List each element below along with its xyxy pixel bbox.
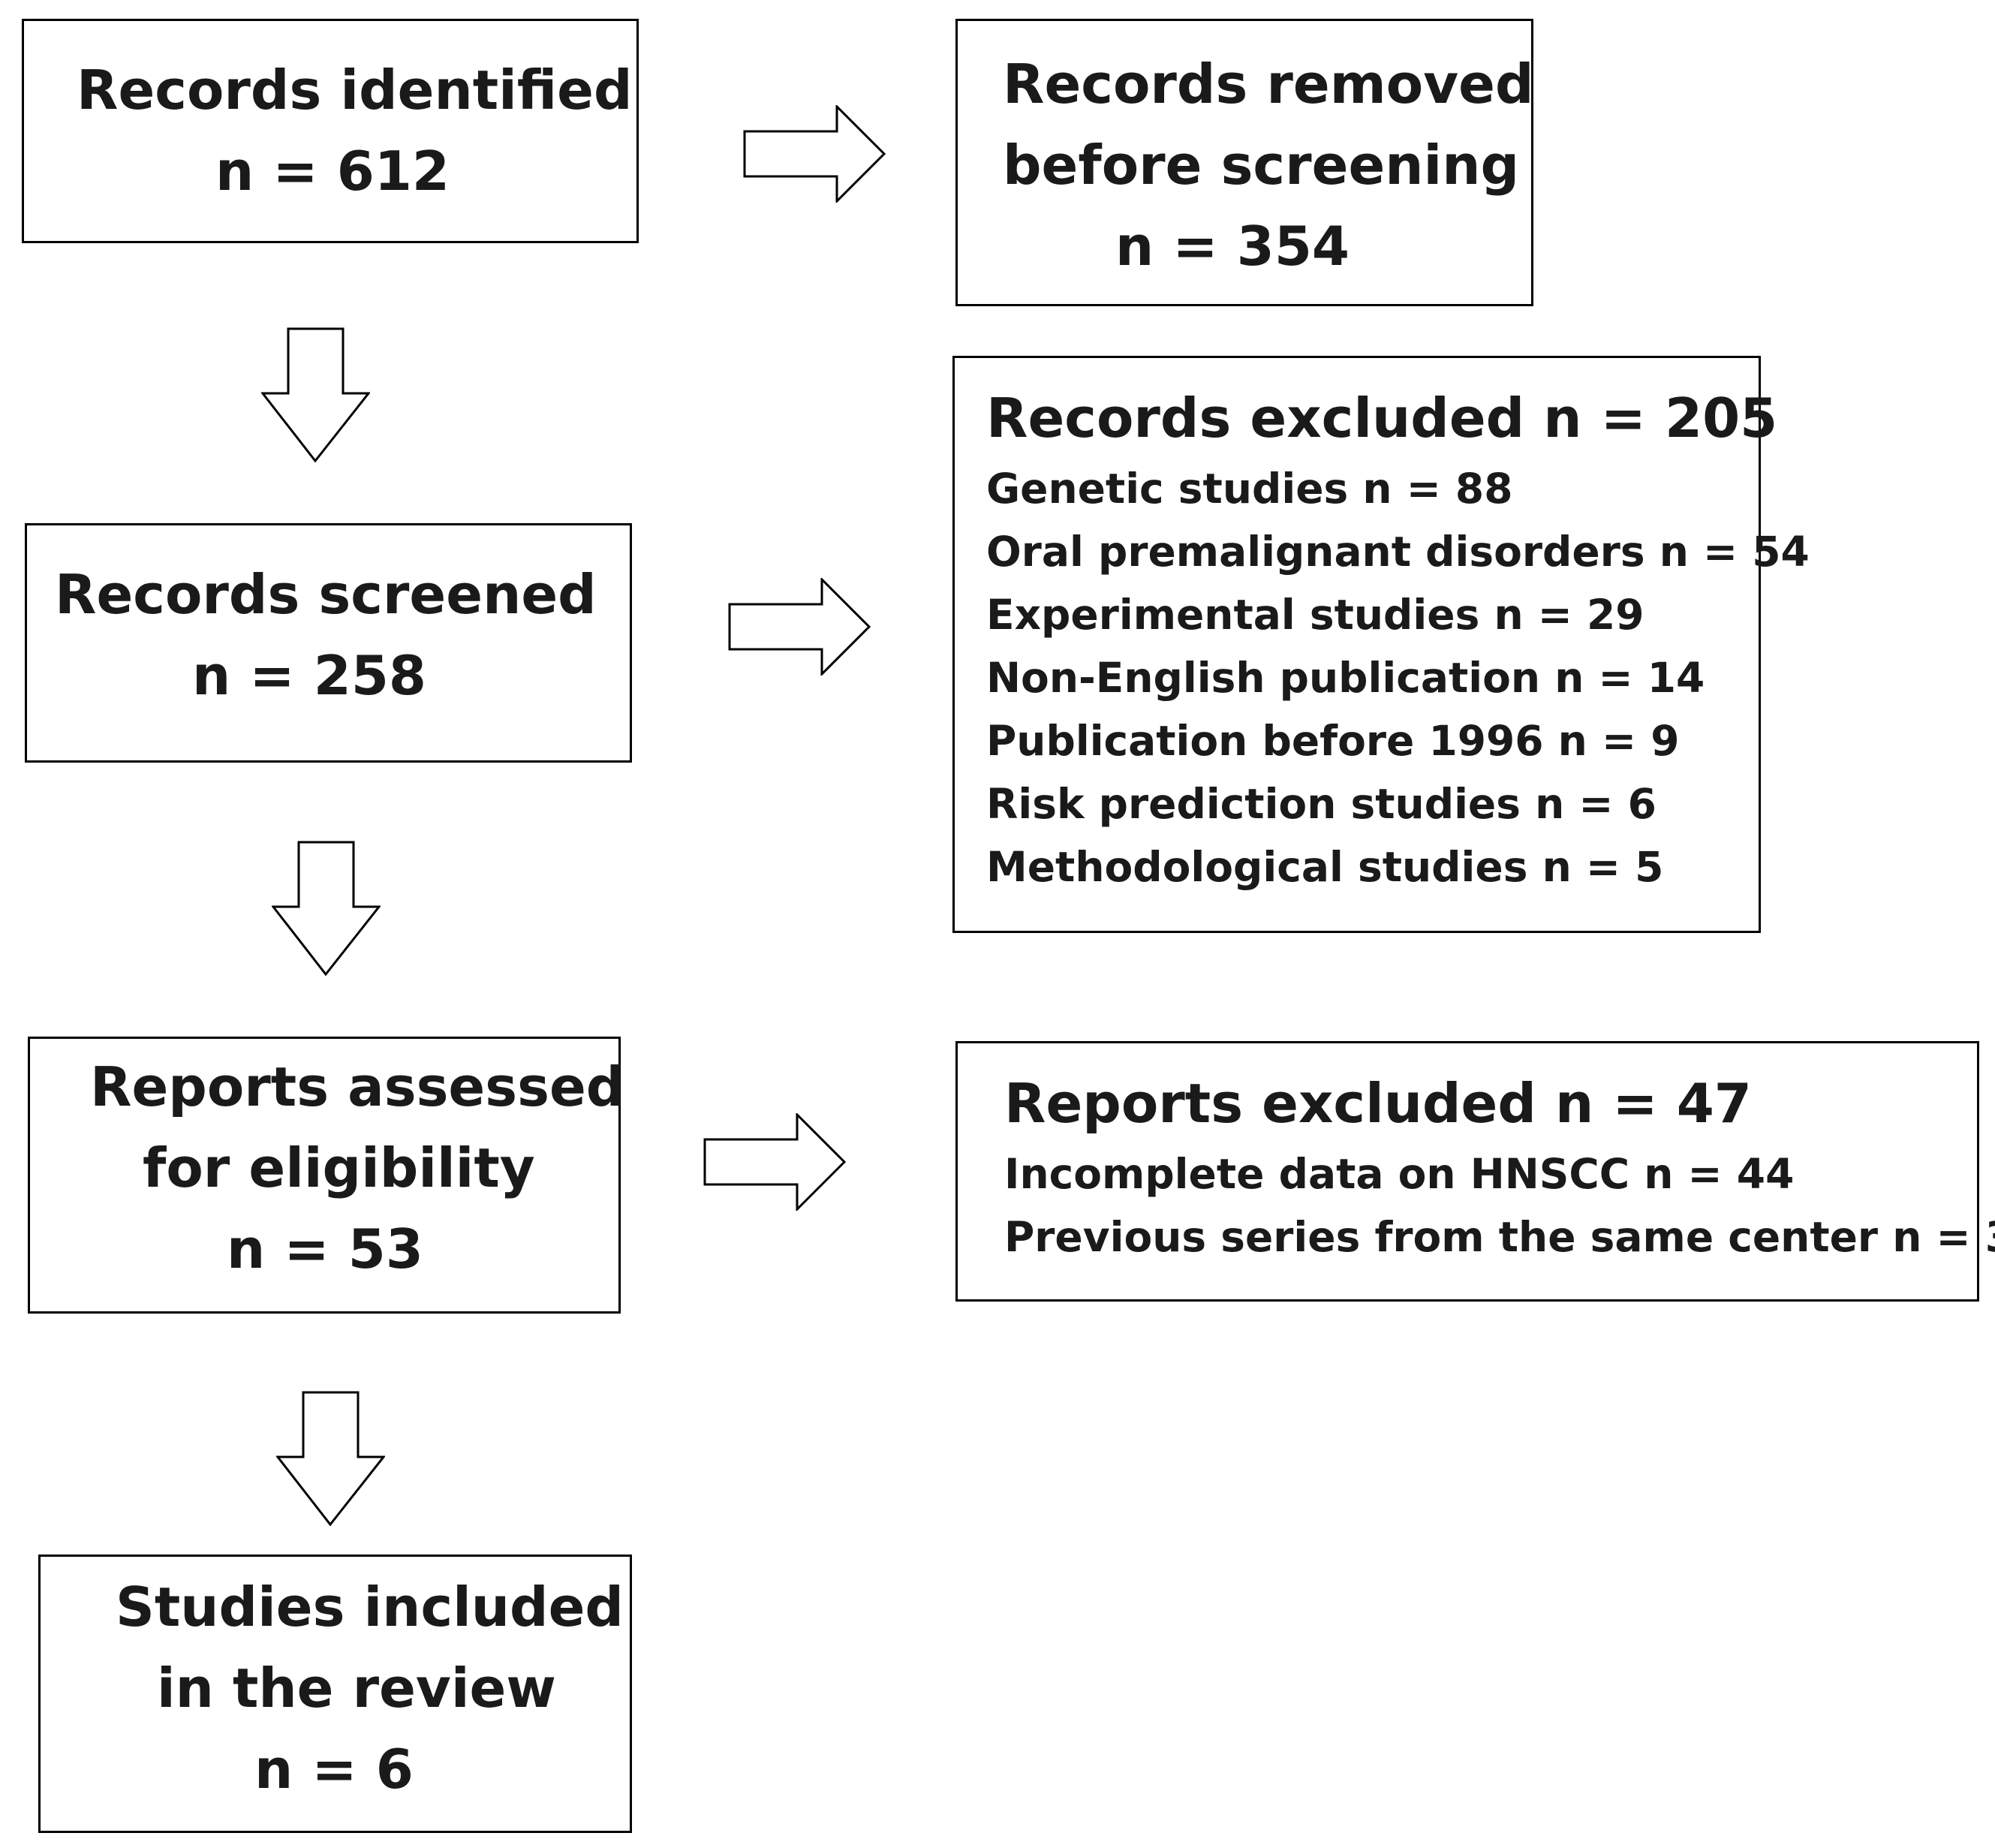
reports-assessed-count: n = 53 xyxy=(227,1217,423,1281)
down-arrow-icon xyxy=(272,841,381,976)
right-arrow-icon xyxy=(728,578,871,676)
records-excluded-box: Records excluded n = 205 Genetic studies… xyxy=(952,356,1810,933)
studies-included-label: Studies included xyxy=(116,1576,624,1639)
down-arrow-icon xyxy=(261,327,370,462)
reports-excluded-box: Reports excluded n = 47 Incomplete data … xyxy=(955,1041,1995,1302)
records-removed-label: Records removed xyxy=(1003,53,1534,116)
exclusion-reason: Oral premalignant disorders n = 54 xyxy=(986,528,1810,576)
exclusion-reason: Risk prediction studies n = 6 xyxy=(986,780,1656,828)
records-identified-label: Records identified xyxy=(77,59,633,122)
reports-excluded-title: Reports excluded n = 47 xyxy=(1004,1072,1752,1135)
records-screened-label: Records screened xyxy=(55,563,597,626)
right-arrow-icon xyxy=(703,1113,846,1211)
records-removed-box: Records removed before screening n = 354 xyxy=(955,19,1534,306)
reports-assessed-label: Reports assessed xyxy=(90,1055,625,1118)
records-identified-box: Records identified n = 612 xyxy=(22,19,639,243)
records-removed-count: n = 354 xyxy=(1115,215,1350,278)
right-arrow-icon xyxy=(743,105,886,203)
studies-included-box: Studies included in the review n = 6 xyxy=(38,1555,632,1833)
exclusion-reason: Methodological studies n = 5 xyxy=(986,843,1664,891)
records-removed-label-2: before screening xyxy=(1003,134,1520,197)
exclusion-reason: Non-English publication n = 14 xyxy=(986,654,1705,702)
reports-assessed-box: Reports assessed for eligibility n = 53 xyxy=(28,1037,625,1314)
studies-included-label-2: in the review xyxy=(157,1657,556,1720)
exclusion-reason: Experimental studies n = 29 xyxy=(986,591,1644,639)
records-excluded-title: Records excluded n = 205 xyxy=(986,387,1778,450)
exclusion-reason: Previous series from the same center n =… xyxy=(1004,1213,1995,1261)
exclusion-reason: Incomplete data on HNSCC n = 44 xyxy=(1004,1150,1795,1198)
records-identified-count: n = 612 xyxy=(215,140,450,203)
down-arrow-icon xyxy=(276,1391,385,1526)
studies-included-count: n = 6 xyxy=(254,1738,414,1801)
exclusion-reason: Publication before 1996 n = 9 xyxy=(986,717,1680,765)
reports-assessed-label-2: for eligibility xyxy=(143,1136,535,1199)
records-screened-box: Records screened n = 258 xyxy=(25,523,632,763)
records-screened-count: n = 258 xyxy=(192,644,427,707)
exclusion-reason: Genetic studies n = 88 xyxy=(986,465,1513,513)
